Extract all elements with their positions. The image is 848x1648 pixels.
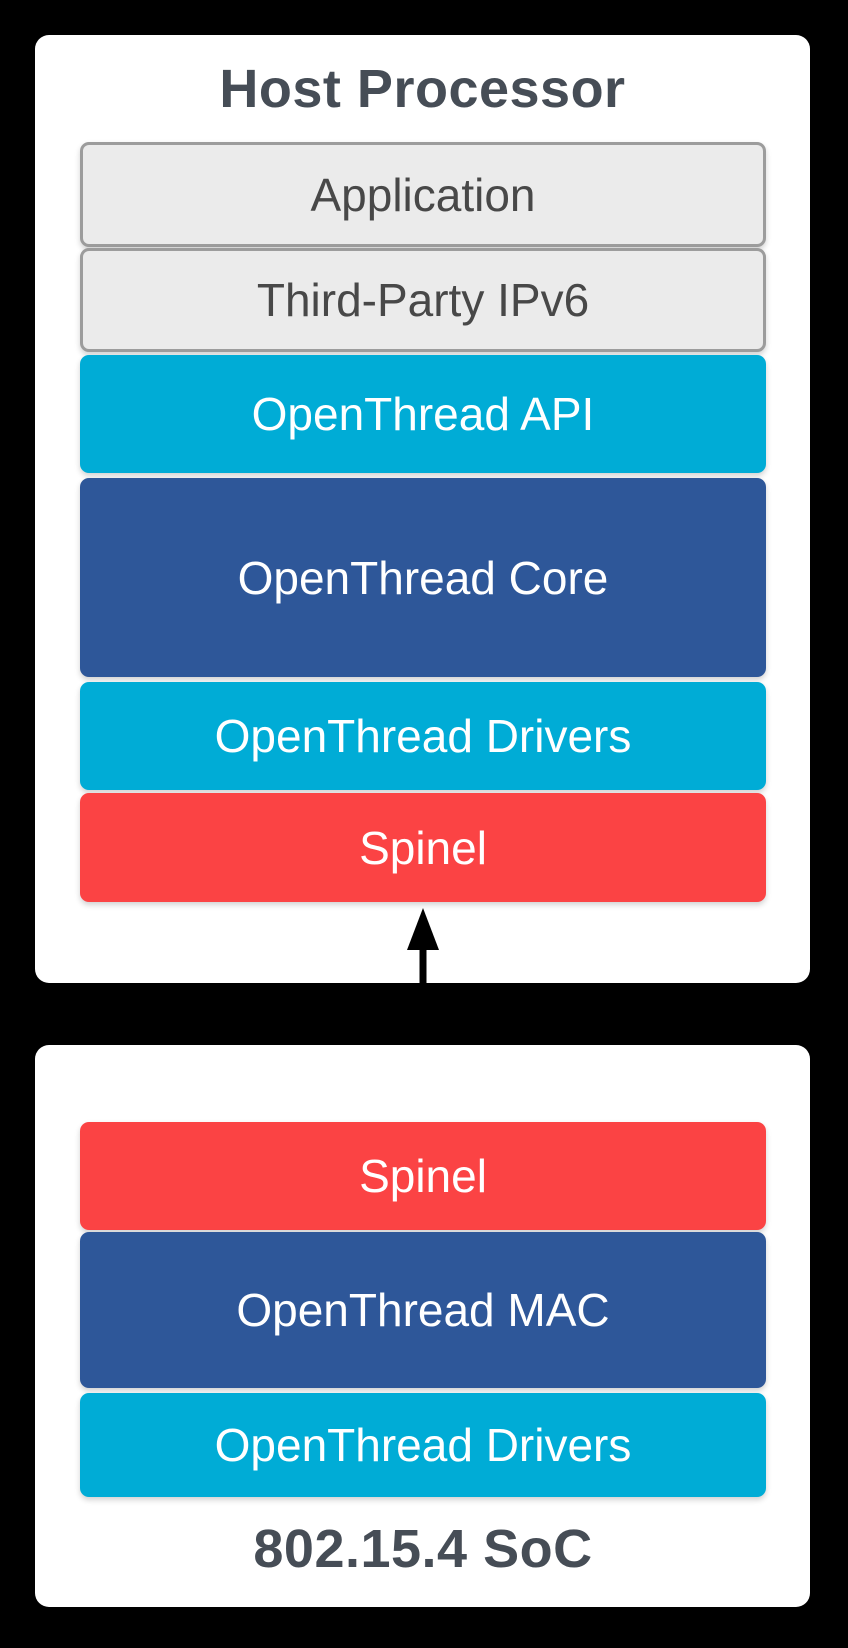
layer-third-party-ipv6: Third-Party IPv6 [80,248,766,352]
layer-spinel-host-label: Spinel [359,821,487,874]
layer-application-label: Application [310,168,536,221]
layer-openthread-drivers-soc: OpenThread Drivers [80,1393,766,1497]
layer-openthread-core: OpenThread Core [80,478,766,677]
host-processor-title: Host Processor [219,59,626,119]
layer-openthread-drivers-host-label: OpenThread Drivers [214,710,632,762]
layer-application: Application [80,142,766,247]
layer-spinel-soc-label: Spinel [359,1150,487,1202]
soc-title: 802.15.4 SoC [253,1519,593,1579]
host-processor-panel: Host Processor Application Third-Party I… [35,35,810,983]
layer-openthread-drivers-soc-label: OpenThread Drivers [214,1419,632,1471]
layer-third-party-ipv6-label: Third-Party IPv6 [256,274,590,326]
layer-openthread-api-label: OpenThread API [251,388,595,440]
layer-openthread-api: OpenThread API [80,355,766,473]
layer-spinel-soc: Spinel [80,1122,766,1230]
soc-layer-stack: Spinel OpenThread MAC OpenThread Drivers… [80,1122,766,1582]
layer-openthread-core-label: OpenThread Core [237,551,609,604]
layer-openthread-mac-label: OpenThread MAC [236,1284,610,1336]
layer-spinel-host: Spinel [80,793,766,902]
layer-openthread-drivers-host: OpenThread Drivers [80,682,766,790]
soc-panel: Spinel OpenThread MAC OpenThread Drivers… [35,1045,810,1607]
layer-openthread-mac: OpenThread MAC [80,1232,766,1388]
host-layer-stack: Application Third-Party IPv6 OpenThread … [80,142,766,902]
